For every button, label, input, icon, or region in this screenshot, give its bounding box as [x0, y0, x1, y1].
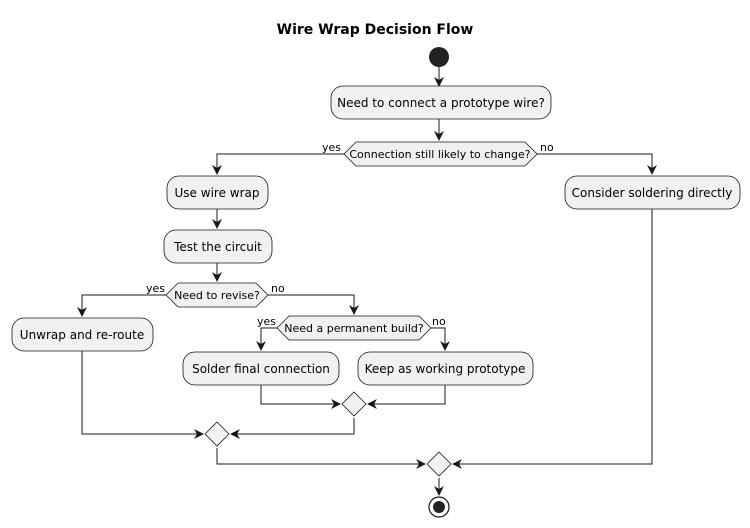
- start-node: [429, 47, 449, 67]
- diagram-title: Wire Wrap Decision Flow: [277, 22, 474, 38]
- activity-need-connect-label: Need to connect a prototype wire?: [337, 96, 545, 110]
- edge-permanent-yes: [256, 327, 277, 351]
- decision-need-revise-label: Need to revise?: [174, 289, 260, 302]
- branch-label-permanent-yes: yes: [257, 315, 276, 328]
- edge-consider-to-merge3: [452, 209, 653, 469]
- edge-revise-yes: [77, 294, 166, 317]
- activity-solder-final: Solder final connection: [182, 351, 340, 386]
- merge-node-permanent: [341, 391, 367, 417]
- edge-likely-change-no: [537, 153, 657, 175]
- activity-keep-prototype-label: Keep as working prototype: [365, 362, 526, 376]
- activity-use-wire-wrap-label: Use wire wrap: [175, 186, 260, 200]
- activity-unwrap-reroute: Unwrap and re-route: [11, 317, 154, 352]
- decision-likely-change-label: Connection still likely to change?: [349, 148, 530, 161]
- branch-label-revise-yes: yes: [146, 282, 165, 295]
- activity-consider-soldering-label: Consider soldering directly: [572, 186, 733, 200]
- end-node: [428, 496, 450, 518]
- activity-need-connect: Need to connect a prototype wire?: [330, 85, 552, 120]
- branch-label-permanent-no: no: [432, 315, 446, 328]
- activity-unwrap-reroute-label: Unwrap and re-route: [20, 328, 144, 342]
- edge-merge2-to-merge3: [216, 448, 426, 469]
- activity-solder-final-label: Solder final connection: [192, 362, 330, 376]
- decision-need-permanent-label: Need a permanent build?: [284, 322, 424, 335]
- branch-label-revise-no: no: [271, 282, 285, 295]
- edges: [77, 67, 657, 496]
- edge-merge1-to-merge2: [230, 418, 355, 439]
- branch-label-likely-change-yes: yes: [322, 141, 341, 154]
- edge-solder-to-merge1: [260, 385, 341, 409]
- activity-test-circuit-label: Test the circuit: [173, 240, 262, 254]
- decision-need-revise: Need to revise?: [165, 282, 269, 308]
- activity-use-wire-wrap: Use wire wrap: [166, 175, 269, 210]
- edge-permanent-no: [431, 327, 450, 351]
- activity-consider-soldering: Consider soldering directly: [564, 175, 741, 210]
- branch-label-likely-change-no: no: [540, 141, 554, 154]
- edge-keep-to-merge1: [367, 385, 446, 409]
- activity-test-circuit: Test the circuit: [163, 229, 273, 264]
- decision-likely-change: Connection still likely to change?: [343, 141, 538, 167]
- edge-revise-no: [268, 294, 359, 315]
- activity-keep-prototype: Keep as working prototype: [357, 351, 534, 386]
- edge-unwrap-to-merge2: [81, 351, 204, 439]
- decision-need-permanent: Need a permanent build?: [276, 315, 432, 341]
- merge-node-final: [426, 451, 452, 477]
- merge-node-revise: [204, 421, 230, 447]
- edge-likely-change-yes: [212, 153, 344, 175]
